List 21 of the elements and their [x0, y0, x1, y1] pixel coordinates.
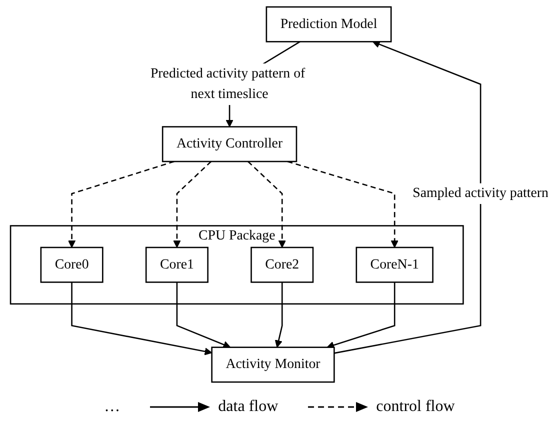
node-box: Prediction Model [266, 6, 392, 42]
node-box: Core2 [250, 246, 314, 283]
edge-label: Predicted activity pattern of next timeslice [150, 66, 306, 102]
arrow [68, 160, 174, 248]
arrow [71, 282, 212, 356]
node-box: CoreN-1 [356, 246, 434, 283]
ellipsis-label: … [104, 398, 120, 416]
node-box: Core1 [145, 246, 208, 283]
arrow [274, 282, 283, 348]
arrow [176, 282, 231, 348]
legend-text: control flow [376, 398, 455, 416]
arrow [248, 161, 286, 248]
arrow [334, 40, 482, 354]
edge-label: Sampled activity pattern [412, 186, 548, 201]
node-box: Core0 [40, 246, 104, 283]
node-box: Activity Monitor [211, 346, 335, 383]
node-box: Activity Controller [162, 126, 298, 162]
arrow [326, 282, 396, 349]
arrow [287, 160, 398, 248]
legend-text: data flow [218, 398, 278, 416]
arrow [173, 161, 212, 248]
